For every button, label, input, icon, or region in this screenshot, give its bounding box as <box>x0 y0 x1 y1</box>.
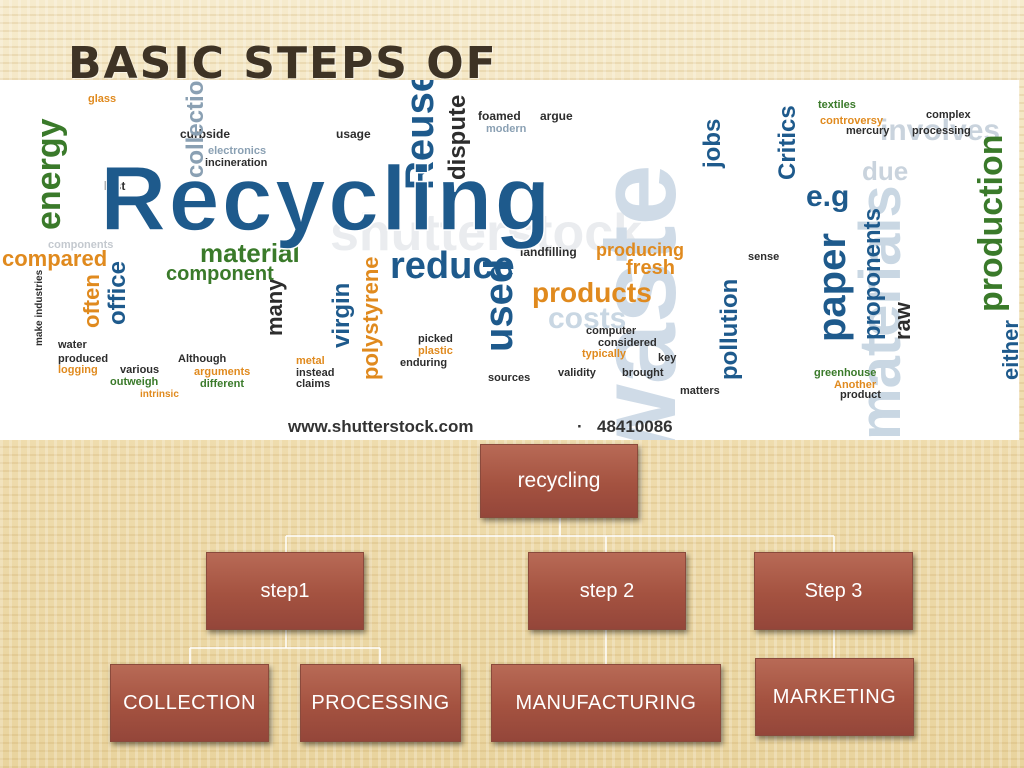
word-various: various <box>120 364 159 376</box>
word-another: Another <box>834 379 877 391</box>
word-sources: sources <box>488 372 530 384</box>
word-energy: energy <box>30 118 68 230</box>
word-processing: processing <box>912 125 971 137</box>
word-curbside: curbside <box>180 127 230 141</box>
word-foamed: foamed <box>478 109 521 123</box>
word-materials: materials <box>848 185 913 440</box>
word-plastic: plastic <box>418 345 453 357</box>
word-fresh: fresh <box>626 257 675 279</box>
word-critics: Critics <box>774 105 801 180</box>
word-pollution: pollution <box>716 279 743 380</box>
word-collection: collection <box>182 80 209 178</box>
word-component: component <box>166 263 274 285</box>
word-many: many <box>262 278 287 336</box>
word-compared: compared <box>2 246 107 271</box>
word-either: either <box>998 320 1019 380</box>
word-enduring: enduring <box>400 357 447 369</box>
word-virgin: virgin <box>328 283 355 348</box>
word-greenhouse: greenhouse <box>814 367 876 379</box>
word-sense: sense <box>748 251 779 263</box>
org-node-step3: Step 3 <box>754 552 913 630</box>
word-arguments: arguments <box>194 366 250 378</box>
word-mercury: mercury <box>846 125 890 137</box>
word-cloud-image: shutterstock waste materials involves du… <box>0 80 1019 440</box>
word-electronics: electronics <box>208 145 266 157</box>
word-costs: costs <box>548 302 626 335</box>
word-brought: brought <box>622 367 664 379</box>
word-picked: picked <box>418 333 453 345</box>
word-involves: involves <box>880 114 1000 147</box>
word-outweigh: outweigh <box>110 376 159 388</box>
word-validity: validity <box>558 367 597 379</box>
headline-recycling: Recycling <box>100 148 553 250</box>
org-node-step2: step 2 <box>528 552 686 630</box>
slide-title: BASIC STEPS OF <box>68 38 498 89</box>
word-usage: usage <box>336 127 371 141</box>
org-node-processing: PROCESSING <box>300 664 461 742</box>
word-lost: lost <box>104 179 125 193</box>
word-paper: paper <box>810 233 854 342</box>
word-glass: glass <box>88 93 116 105</box>
word-although: Although <box>178 353 227 365</box>
word-dispute: dispute <box>444 95 471 180</box>
word-incineration: incineration <box>205 157 268 169</box>
word-matters: matters <box>680 385 720 397</box>
credit-site: www.shutterstock.com <box>287 417 473 436</box>
org-node-root: recycling <box>480 444 638 518</box>
word-intrinsic: intrinsic <box>140 389 179 400</box>
word-eg: e.g <box>806 180 849 213</box>
word-product: product <box>840 389 881 401</box>
org-node-step1: step1 <box>206 552 364 630</box>
word-reduce: reduce <box>390 245 515 287</box>
word-due: due <box>862 156 908 186</box>
word-logging: logging <box>58 364 98 376</box>
word-office: office <box>104 261 131 325</box>
word-complex: complex <box>926 109 972 121</box>
word-cloud-svg: shutterstock waste materials involves du… <box>2 80 1019 440</box>
word-key: key <box>658 352 677 364</box>
watermark-text: shutterstock <box>330 204 642 262</box>
word-modern: modern <box>486 123 527 135</box>
word-claims: claims <box>296 378 330 390</box>
word-material: material <box>200 238 300 268</box>
org-node-manufacturing: MANUFACTURING <box>491 664 721 742</box>
word-production: production <box>972 134 1010 312</box>
word-proponents: proponents <box>859 208 886 340</box>
word-often: often <box>79 274 104 328</box>
word-raw: raw <box>890 301 915 340</box>
word-producing: producing <box>596 240 684 260</box>
word-argue: argue <box>540 109 573 123</box>
org-node-collection: COLLECTION <box>110 664 269 742</box>
word-textiles: textiles <box>818 99 856 111</box>
word-metal: metal <box>296 355 325 367</box>
word-reuse: Reuse <box>398 80 442 190</box>
org-node-marketing: MARKETING <box>755 658 914 736</box>
word-controversy: controversy <box>820 115 884 127</box>
word-components: components <box>48 239 113 251</box>
credit-separator: · <box>577 417 583 436</box>
credit-id: 48410086 <box>597 417 673 436</box>
word-landfilling: landfilling <box>520 245 577 259</box>
word-used: used <box>477 259 521 352</box>
word-considered: considered <box>598 337 657 349</box>
word-waste: waste <box>576 164 699 440</box>
word-make-industries: make industries <box>34 269 45 346</box>
word-different: different <box>200 378 244 390</box>
word-typically: typically <box>582 348 627 360</box>
word-polystyrene: polystyrene <box>358 257 383 381</box>
word-jobs: jobs <box>699 119 726 169</box>
word-produced: produced <box>58 353 108 365</box>
word-instead: instead <box>296 367 335 379</box>
word-water: water <box>57 339 87 351</box>
word-products: products <box>532 277 652 308</box>
word-computer: computer <box>586 325 637 337</box>
